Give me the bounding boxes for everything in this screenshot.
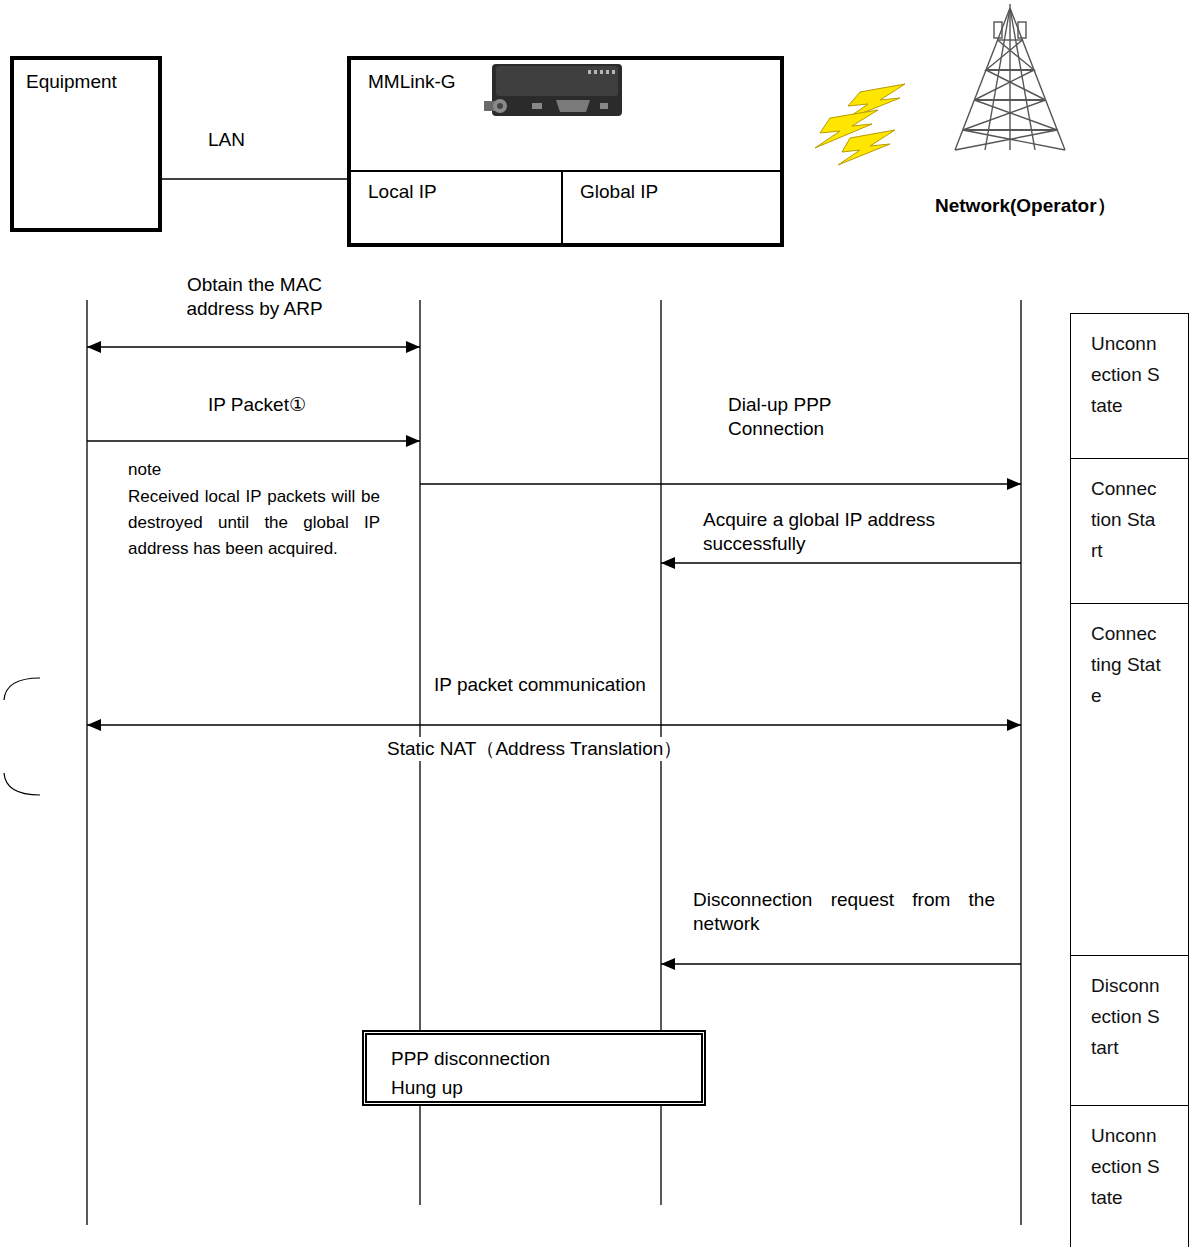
node-text: Unconnection State: [1091, 328, 1161, 421]
arrow-head: [87, 341, 101, 353]
node-text: Network(Operator）: [935, 194, 1139, 217]
node-text: Hung up: [391, 1076, 677, 1099]
device-port: [532, 103, 542, 109]
bracket-arc: [4, 773, 40, 795]
state-band: Disconnection Start: [1070, 955, 1189, 1106]
message-label: Disconnection request from the network: [690, 888, 998, 936]
note-text: note: [125, 458, 164, 482]
node-text: Connection Start: [1091, 473, 1161, 566]
message-label: Obtain the MAC address by ARP: [167, 273, 342, 321]
bracket-arc: [4, 678, 40, 700]
message-arrow: [420, 478, 1021, 490]
device-leds: [588, 70, 615, 74]
device-port: [600, 103, 608, 109]
arrow-head: [406, 435, 420, 447]
device-connector: [497, 103, 503, 109]
lightning-bolt: [838, 130, 895, 165]
lifelines: [87, 300, 1021, 1225]
node-text: Unconnection State: [1091, 1120, 1161, 1213]
arrow-line: [162, 178, 347, 179]
node-text: Global IP: [580, 180, 763, 203]
lifeline: [660, 300, 661, 1030]
device-photo: [484, 64, 622, 116]
message-label: LAN: [205, 128, 265, 152]
address-cell: Local IP: [351, 170, 563, 243]
message-arrow: [661, 557, 1021, 569]
arrow-line: [661, 963, 1021, 964]
device-box: MMLink-G Local IP Global IP: [347, 56, 784, 247]
node-text: PPP disconnection: [391, 1047, 677, 1070]
lifeline: [419, 300, 420, 1030]
lifeline: [660, 1106, 661, 1205]
lifeline: [1020, 300, 1021, 1225]
device-body: [492, 64, 622, 116]
lifeline: [86, 300, 87, 1225]
arrow-head: [1007, 478, 1021, 490]
bracket: [4, 678, 40, 795]
equipment-box: Equipment: [10, 56, 162, 232]
message-label: IP packet communication: [431, 673, 649, 697]
node-text: Disconnection Start: [1091, 970, 1161, 1063]
message-label: IP Packet①: [167, 393, 347, 417]
node-text: Connecting State: [1091, 618, 1161, 711]
node-text: Equipment: [26, 70, 146, 93]
state-band: Unconnection State: [1070, 1105, 1189, 1247]
message-arrow: [87, 341, 420, 353]
node-text: Local IP: [368, 180, 544, 203]
device-port: [556, 100, 590, 112]
message-arrow: [162, 179, 347, 180]
device-connector: [493, 99, 507, 113]
antenna-tower: [955, 4, 1065, 150]
device-top: [496, 66, 618, 96]
arrow-head: [1007, 719, 1021, 731]
message-label: Dial-up PPP Connection: [725, 393, 885, 441]
state-band: Connection Start: [1070, 458, 1189, 604]
message-arrow: [87, 719, 1021, 731]
message-arrow: [661, 958, 1021, 970]
line-label: Static NAT（Address Translation）: [384, 737, 685, 761]
address-cell: Global IP: [563, 170, 780, 243]
message-label: Acquire a global IP address successfully: [700, 508, 1000, 556]
lifeline: [419, 1106, 420, 1205]
node-text: MMLink-G: [368, 70, 763, 93]
arrow-head: [406, 341, 420, 353]
network-tower: Network(Operator）: [925, 0, 1145, 230]
state-band: Unconnection State: [1070, 313, 1189, 459]
arrow-head: [87, 719, 101, 731]
note-text: Received local IP packets will be destro…: [125, 484, 383, 562]
arrow-head: [661, 958, 675, 970]
radio-waves: [815, 84, 905, 165]
state-band: Connecting State: [1070, 603, 1189, 956]
arrow-head: [661, 557, 675, 569]
arrow-line: [87, 346, 420, 347]
arrow-line: [87, 440, 420, 441]
arrow-line: [420, 483, 1021, 484]
arrow-line: [661, 562, 1021, 563]
arrow-line: [87, 724, 1021, 725]
message-arrow: [87, 435, 420, 447]
process-box: PPP disconnectionHung up: [362, 1030, 706, 1106]
